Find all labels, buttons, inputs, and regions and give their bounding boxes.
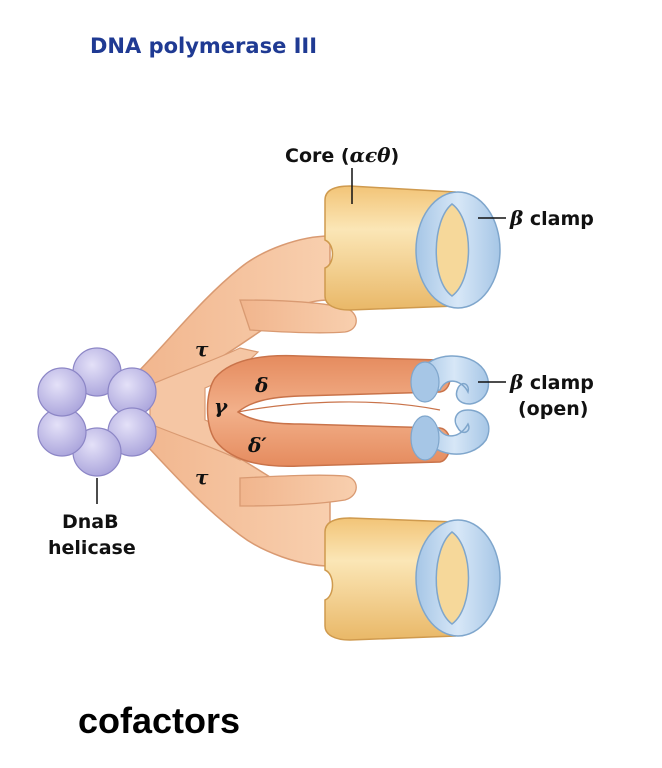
beta-clamp-bottom	[415, 519, 501, 637]
core-label: Core (αϵθ)	[285, 143, 399, 167]
caption: cofactors	[78, 700, 241, 741]
leader-lines	[96, 168, 506, 504]
tau-bottom-label: τ	[195, 465, 209, 489]
delta-label: δ	[254, 373, 268, 397]
tau-top-label: τ	[195, 337, 209, 361]
gamma-label: γ	[214, 394, 228, 418]
diagram-title: DNA polymerase III	[90, 34, 318, 58]
dnab-helicase-ring	[37, 347, 157, 477]
beta-clamp-open	[410, 355, 490, 461]
beta-clamp-open-sublabel: (open)	[518, 398, 588, 420]
dna-polymerase-iii-diagram: Core (αϵθ) β clamp β clamp (open) τ τ δ …	[37, 143, 594, 641]
beta-clamp-top-label: β clamp	[509, 206, 594, 230]
tau-subunit-body	[130, 235, 357, 567]
beta-clamp-top	[415, 191, 501, 309]
dnab-label-line2: helicase	[48, 537, 136, 559]
dnab-label-line1: DnaB	[62, 511, 119, 533]
beta-clamp-open-label: β clamp	[509, 370, 594, 394]
delta-prime-label: δ′	[247, 433, 267, 457]
